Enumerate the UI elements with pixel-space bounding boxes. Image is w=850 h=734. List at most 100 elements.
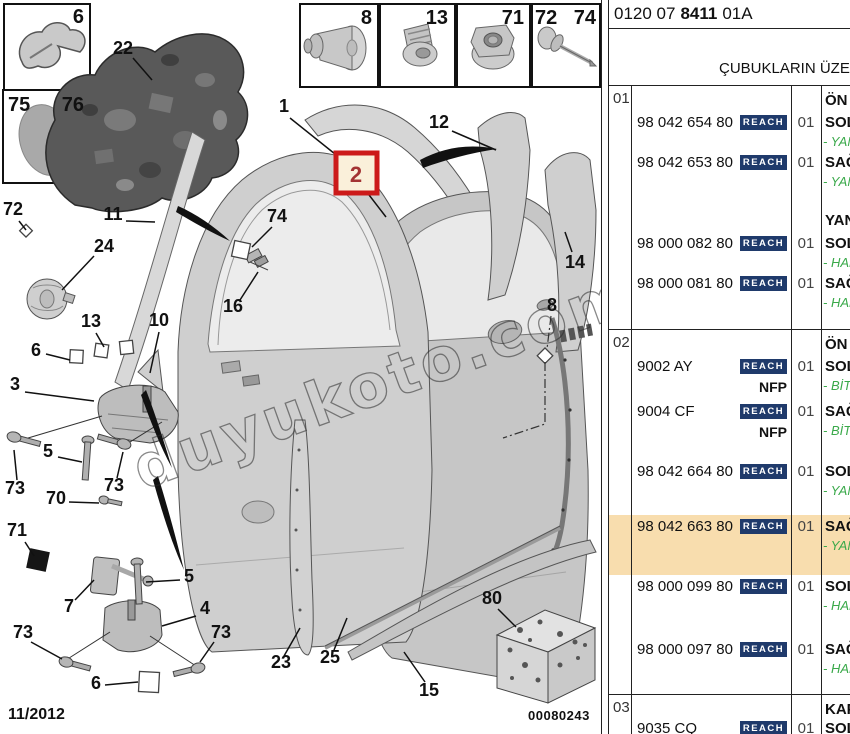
hinge-bolt bbox=[58, 656, 92, 672]
callout-23[interactable]: 23 bbox=[271, 652, 291, 672]
callout-72[interactable]: 72 bbox=[3, 199, 23, 219]
section-number: 02 bbox=[613, 334, 630, 351]
reach-badge[interactable]: REACH bbox=[740, 519, 787, 534]
side-label: SAĞ bbox=[825, 154, 850, 171]
reach-badge[interactable]: REACH bbox=[740, 359, 787, 374]
reach-badge[interactable]: REACH bbox=[740, 642, 787, 657]
door-shell-front bbox=[177, 151, 433, 653]
callout-70[interactable]: 70 bbox=[46, 488, 66, 508]
inset-grommet-box bbox=[379, 3, 456, 88]
callout-6[interactable]: 6 bbox=[31, 340, 41, 360]
reach-badge[interactable]: REACH bbox=[740, 404, 787, 419]
reach-badge[interactable]: REACH bbox=[740, 579, 787, 594]
inset-label-clip: 6 bbox=[72, 6, 84, 28]
side-label: SOL bbox=[825, 463, 850, 480]
callout-74[interactable]: 74 bbox=[267, 206, 287, 226]
leader-line bbox=[161, 615, 197, 627]
quantity: 01 bbox=[797, 275, 815, 292]
callout-13[interactable]: 13 bbox=[81, 311, 101, 331]
reach-badge[interactable]: REACH bbox=[740, 155, 787, 170]
part-row[interactable]: 98 000 097 80REACH01SAĞ- HAR bbox=[609, 638, 850, 695]
part-row[interactable]: 98 000 081 80 REACH 01 SAĞ - HAR bbox=[609, 272, 850, 329]
leader-line bbox=[145, 579, 181, 583]
note-text: - HAR bbox=[823, 295, 850, 310]
leader-line bbox=[283, 627, 301, 657]
side-label: SAĞ bbox=[825, 275, 850, 292]
note-text: - YAN bbox=[823, 174, 850, 189]
part-number: 98 000 097 80 bbox=[637, 641, 733, 658]
door-handle-recess bbox=[241, 500, 275, 524]
leader-line bbox=[116, 451, 124, 479]
callout-8[interactable]: 8 bbox=[547, 295, 557, 315]
leader-line bbox=[13, 449, 18, 481]
selected-callout-marker[interactable]: 2 bbox=[333, 150, 387, 218]
callout-73[interactable]: 73 bbox=[5, 478, 25, 498]
callout-16[interactable]: 16 bbox=[223, 296, 243, 316]
reach-badge[interactable]: REACH bbox=[740, 276, 787, 291]
inset-clip-box bbox=[3, 3, 91, 91]
part-number: 98 042 663 80 bbox=[637, 518, 733, 535]
note-text: - YAN bbox=[823, 134, 850, 149]
leader-line bbox=[149, 331, 160, 374]
callout-7[interactable]: 7 bbox=[64, 596, 74, 616]
leader-line bbox=[564, 231, 573, 253]
leader-line bbox=[403, 651, 426, 683]
quantity: 01 bbox=[797, 518, 815, 535]
callout-25[interactable]: 25 bbox=[320, 647, 340, 667]
callout-12[interactable]: 12 bbox=[429, 112, 449, 132]
side-label: SOL bbox=[825, 358, 850, 375]
locator-dash-line bbox=[502, 315, 552, 439]
reach-badge[interactable]: REACH bbox=[740, 464, 787, 479]
group-heading: ÖN KA bbox=[825, 336, 850, 353]
callout-73[interactable]: 73 bbox=[211, 622, 231, 642]
part-row[interactable]: 9035 CQREACH01SOL bbox=[609, 717, 850, 734]
part-row[interactable]: 98 000 099 80REACH01SOL- HAR bbox=[609, 575, 850, 638]
callout-14[interactable]: 14 bbox=[565, 252, 585, 272]
callout-10[interactable]: 10 bbox=[149, 310, 169, 330]
inset-rivet-box bbox=[531, 3, 601, 88]
callout-73[interactable]: 73 bbox=[13, 622, 33, 642]
part-row-selected[interactable]: 98 042 663 80REACH01SAĞ- YAN bbox=[609, 515, 850, 575]
callout-73[interactable]: 73 bbox=[104, 475, 124, 495]
callout-5[interactable]: 5 bbox=[184, 566, 194, 586]
part-row[interactable]: 9004 CFREACHNFP01SAĞ- BİTİ bbox=[609, 400, 850, 445]
callout-80[interactable]: 80 bbox=[482, 588, 502, 608]
parts-table-body: 01 ÖN KA 98 042 654 80REACH01SOL- YAN 98 04… bbox=[609, 85, 850, 734]
callout-6[interactable]: 6 bbox=[91, 673, 101, 693]
side-label: SOL bbox=[825, 578, 850, 595]
reach-badge[interactable]: REACH bbox=[740, 236, 787, 251]
callout-11[interactable]: 11 bbox=[103, 204, 122, 224]
callout-1[interactable]: 1 bbox=[279, 96, 289, 116]
callout-3[interactable]: 3 bbox=[10, 374, 20, 394]
callout-22[interactable]: 22 bbox=[113, 38, 133, 58]
clip-bracket bbox=[244, 248, 269, 271]
quantity: 01 bbox=[797, 403, 815, 420]
part-row[interactable]: 98 000 082 80REACH01SOL- HAR bbox=[609, 232, 850, 272]
part-row[interactable]: 98 042 653 80REACH01SAĞ- YAN bbox=[609, 151, 850, 206]
callout-71[interactable]: 71 bbox=[7, 520, 27, 540]
part-number: 9004 CF bbox=[637, 403, 695, 420]
table-title-row: ÇUBUKLARIN ÜZER bbox=[609, 29, 850, 85]
part-row[interactable]: 98 042 664 80REACH01SOL- YAN bbox=[609, 460, 850, 515]
quantity: 01 bbox=[797, 641, 815, 658]
hinge-bolt bbox=[172, 662, 206, 678]
leader-line bbox=[24, 391, 95, 402]
callout-24[interactable]: 24 bbox=[94, 236, 114, 256]
nfp-label: NFP bbox=[759, 379, 787, 395]
pillar-trim-12 bbox=[477, 112, 531, 301]
code-suffix: 01A bbox=[722, 4, 753, 23]
lower-hinge bbox=[65, 599, 197, 667]
reach-badge[interactable]: REACH bbox=[740, 721, 787, 734]
callout-5[interactable]: 5 bbox=[43, 441, 53, 461]
callout-4[interactable]: 4 bbox=[200, 598, 210, 618]
part-number: 9035 CQ bbox=[637, 720, 698, 734]
note-text: - HAR bbox=[823, 255, 850, 270]
inset-label-rivet-right: 74 bbox=[573, 7, 596, 29]
callout-15[interactable]: 15 bbox=[419, 680, 439, 700]
part-row[interactable]: 98 042 654 80REACH01SOL- YAN bbox=[609, 111, 850, 151]
part-row[interactable]: 9002 AYREACHNFP01SOL- BİTİ bbox=[609, 355, 850, 400]
part-number: 98 000 081 80 bbox=[637, 275, 733, 292]
leader-line bbox=[251, 226, 273, 248]
reach-badge[interactable]: REACH bbox=[740, 115, 787, 130]
